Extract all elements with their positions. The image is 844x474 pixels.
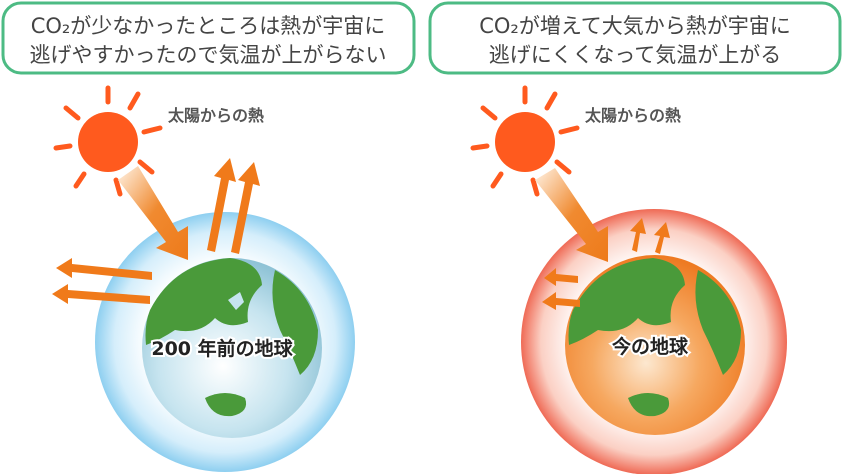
- now-caption-box: CO₂が増えて大気から熱が宇宙に 逃げにくくなって気温が上がる: [428, 1, 842, 75]
- past-sun-label: 太陽からの熱: [167, 106, 264, 125]
- past-earth: [142, 258, 322, 438]
- past-sun-icon: [56, 88, 160, 194]
- now-incoming-heat-arrow: [535, 168, 608, 262]
- past-caption-box: CO₂が少なかったところは熱が宇宙に 逃げやすかったので気温が上がらない: [1, 1, 416, 75]
- past-earth-label: 200 年前の地球: [151, 337, 293, 360]
- past-escaping-heat-arrows: [52, 158, 260, 304]
- past-caption-line1: CO₂が少なかったところは熱が宇宙に: [31, 14, 386, 38]
- now-sun-icon: [473, 88, 577, 194]
- now-sun-label: 太陽からの熱: [584, 106, 681, 125]
- now-caption-line2: 逃げにくくなって気温が上がる: [489, 43, 782, 67]
- past-caption-line2: 逃げやすかったので気温が上がらない: [30, 43, 387, 67]
- now-caption-line1: CO₂が増えて大気から熱が宇宙に: [479, 14, 791, 38]
- past-incoming-heat-arrow: [118, 166, 188, 260]
- now-escaping-heat-arrows: [542, 218, 670, 310]
- now-earth: [565, 255, 745, 435]
- now-earth-label: 今の地球: [611, 335, 689, 358]
